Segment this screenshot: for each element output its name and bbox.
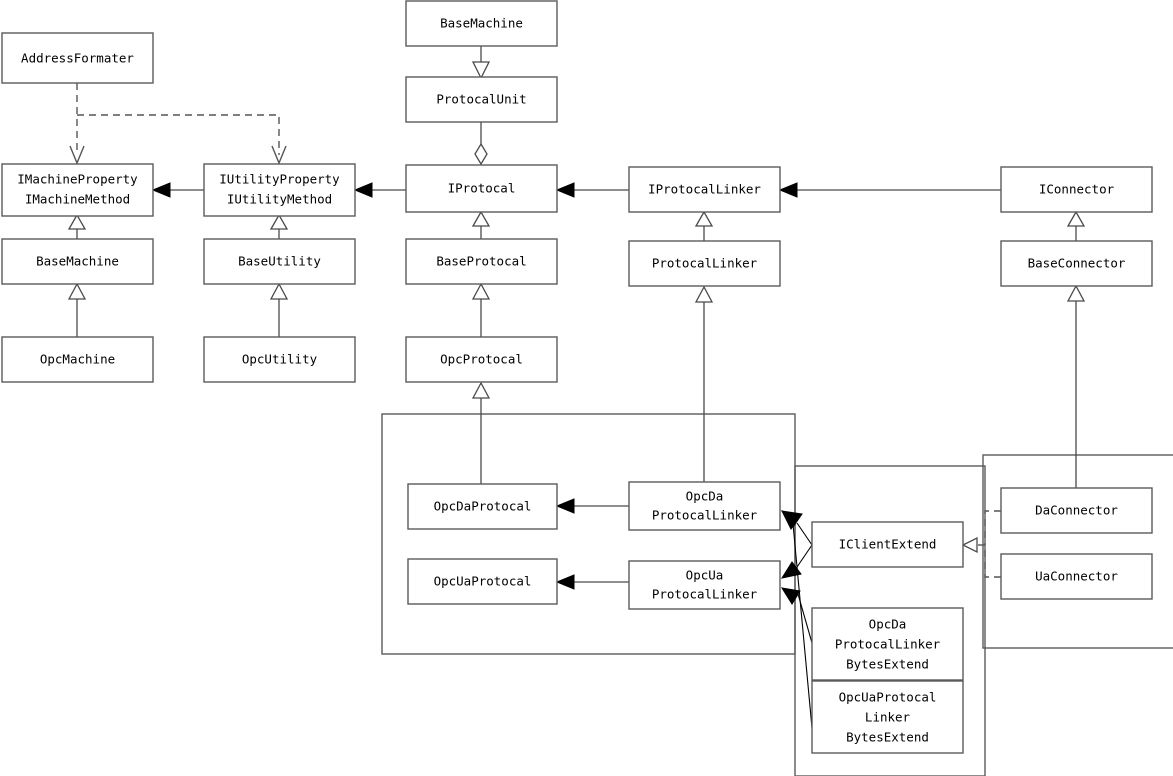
- node-ua-connector[interactable]: UaConnector: [1000, 553, 1153, 600]
- edge-base-machine-to-protocal-unit: [471, 46, 491, 80]
- edge-iclient-extend-to-opc-ua-linker: [780, 544, 813, 579]
- node-iconnector[interactable]: IConnector: [1000, 166, 1153, 213]
- node-address-formater[interactable]: AddressFormater: [1, 32, 154, 84]
- nodes-layer: AddressFormater BaseMachine ProtocalUnit…: [1, 0, 1153, 754]
- group-extend-box: [794, 465, 986, 776]
- edge-base-utility-to-iutility: [269, 213, 289, 239]
- edge-protocal-unit-to-iprotocal: [474, 122, 488, 166]
- group-containers: [381, 413, 1173, 776]
- edge-iconnector-to-iprotocal-linker: [778, 182, 1001, 198]
- node-protocal-unit[interactable]: ProtocalUnit: [405, 76, 558, 123]
- node-base-utility[interactable]: BaseUtility: [203, 238, 356, 285]
- edge-base-protocal-to-iprotocal: [471, 210, 491, 239]
- edge-connectors-to-iclient-extend: [961, 510, 1001, 578]
- edge-address-formater-to-iutility: [77, 114, 287, 165]
- edge-iprotocal-to-iutility: [353, 182, 406, 198]
- edge-opc-da-protocal-to-opc-protocal: [471, 381, 491, 484]
- node-opc-da-protocal[interactable]: OpcDaProtocal: [407, 483, 558, 530]
- group-protocal-box: [381, 413, 796, 655]
- edge-opc-machine-to-base-machine: [67, 282, 87, 337]
- node-iclient-extend[interactable]: IClientExtend: [811, 521, 964, 568]
- node-opc-da-protocal-linker[interactable]: OpcDa ProtocalLinker: [628, 481, 781, 531]
- edge-iutility-to-imachine: [151, 182, 204, 198]
- edge-iprotocal-linker-to-iprotocal: [555, 182, 629, 198]
- edge-opc-protocal-to-base-protocal: [471, 282, 491, 337]
- node-da-connector[interactable]: DaConnector: [1000, 487, 1153, 534]
- edge-ua-bytes-extend-to-opc-da-linker: [780, 510, 813, 729]
- node-opc-ua-protocal-linker[interactable]: OpcUa ProtocalLinker: [628, 560, 781, 610]
- edge-base-connector-to-iconnector: [1066, 210, 1086, 241]
- edge-da-connector-to-base-connector: [1066, 284, 1086, 488]
- node-opc-da-linker-bytes-extend[interactable]: OpcDa ProtocalLinker BytesExtend: [811, 607, 964, 681]
- edges-layer: [67, 46, 1086, 729]
- edge-da-bytes-extend-to-opc-ua-linker: [780, 587, 813, 644]
- group-connector-box: [982, 454, 1173, 649]
- edge-opc-utility-to-base-utility: [269, 282, 289, 337]
- node-base-connector[interactable]: BaseConnector: [1000, 240, 1153, 287]
- node-opc-protocal[interactable]: OpcProtocal: [405, 336, 558, 383]
- node-base-machine[interactable]: BaseMachine: [1, 238, 154, 285]
- node-opc-ua-linker-bytes-extend[interactable]: OpcUaProtocal Linker BytesExtend: [811, 680, 964, 754]
- node-iutility-property-method[interactable]: IUtilityProperty IUtilityMethod: [203, 163, 356, 217]
- edge-opc-da-linker-to-opc-da-protocal: [555, 498, 629, 514]
- node-opc-ua-protocal[interactable]: OpcUaProtocal: [407, 558, 558, 605]
- node-base-protocal[interactable]: BaseProtocal: [405, 238, 558, 285]
- edge-address-formater-to-imachine: [69, 83, 85, 165]
- edge-opc-da-linker-to-protocal-linker: [694, 285, 714, 482]
- node-iprotocal[interactable]: IProtocal: [405, 164, 558, 213]
- node-opc-utility[interactable]: OpcUtility: [203, 336, 356, 383]
- node-base-machine-top[interactable]: BaseMachine: [405, 0, 558, 47]
- edge-base-machine-to-imachine: [67, 213, 87, 239]
- node-imachine-property-method[interactable]: IMachineProperty IMachineMethod: [1, 163, 154, 217]
- edge-opc-ua-linker-to-opc-ua-protocal: [555, 574, 629, 590]
- node-opc-machine[interactable]: OpcMachine: [1, 336, 154, 383]
- node-iprotocal-linker[interactable]: IProtocalLinker: [628, 166, 781, 213]
- node-protocal-linker[interactable]: ProtocalLinker: [628, 240, 781, 287]
- edge-protocal-linker-to-iprotocal-linker: [694, 210, 714, 241]
